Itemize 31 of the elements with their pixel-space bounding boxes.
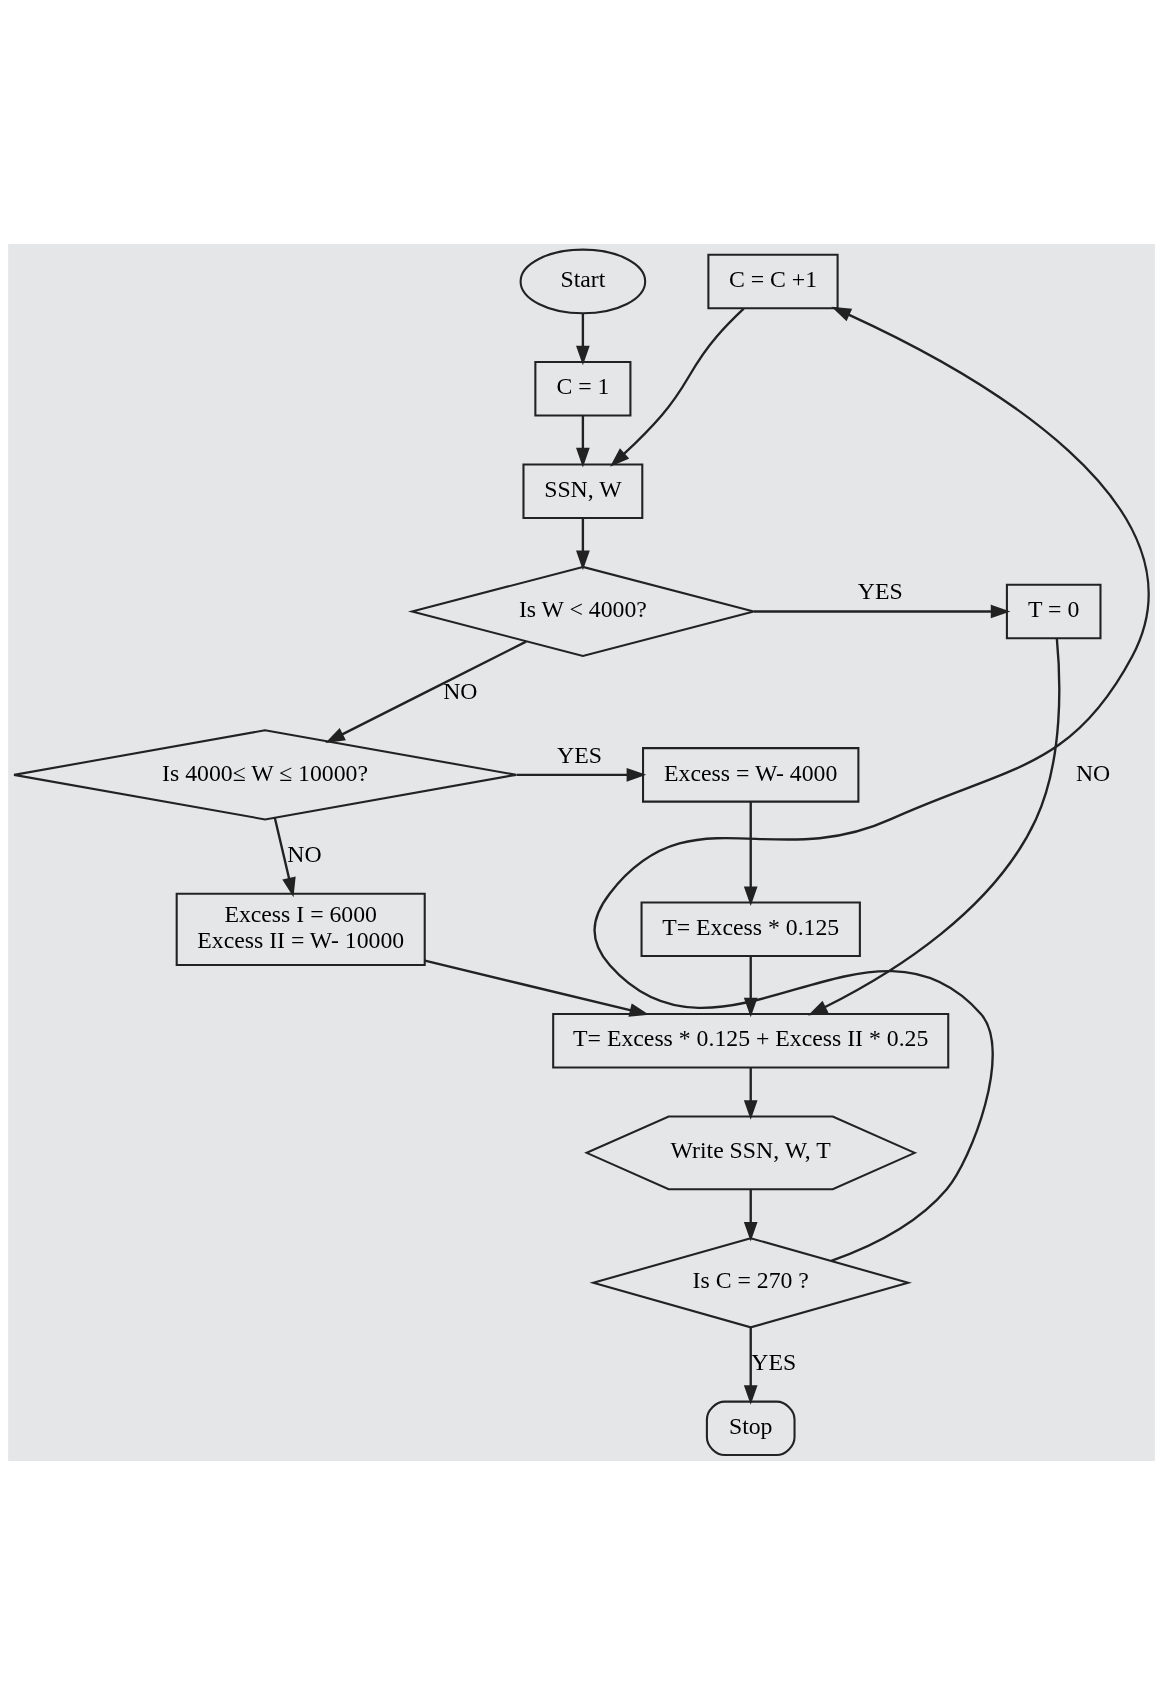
arrow: [743, 801, 758, 906]
node-box: SSN, W: [522, 462, 644, 519]
arrow: [807, 637, 1061, 1015]
arrow: [576, 517, 590, 570]
arrow: [743, 1189, 758, 1242]
edge-label: YES: [557, 741, 602, 768]
arrow: [576, 415, 590, 467]
node-box: T= Excess * 0.125: [640, 901, 861, 957]
node-box: T = 0: [1005, 583, 1102, 639]
arrow: [273, 816, 296, 897]
edge-label: NO: [1075, 759, 1111, 785]
arrow: [576, 312, 590, 365]
node-ellipse: Start: [519, 248, 647, 314]
edge-label: YES: [857, 577, 903, 604]
arrow: [743, 1067, 758, 1120]
arrow: [516, 767, 647, 782]
node-box: T= Excess * 0.125 + Excess II * 0.25: [552, 1012, 950, 1068]
node-diamond: Is C = 270 ?: [589, 1236, 912, 1328]
node-box: Stop: [705, 1400, 796, 1456]
edge-label: NO: [287, 840, 322, 867]
node-box: Excess I = 6000 Excess II = W- 10000: [175, 892, 426, 966]
arrow: [610, 307, 745, 467]
arrow: [743, 1326, 758, 1405]
arrow: [424, 959, 650, 1017]
arrow: [593, 306, 1150, 1262]
edge-label: NO: [443, 677, 478, 704]
node-box: C = 1: [534, 360, 632, 416]
node-box: C = C +1: [707, 253, 839, 309]
node-box: Excess = W- 4000: [642, 746, 860, 803]
arrow: [325, 640, 527, 743]
arrow: [754, 604, 1011, 618]
